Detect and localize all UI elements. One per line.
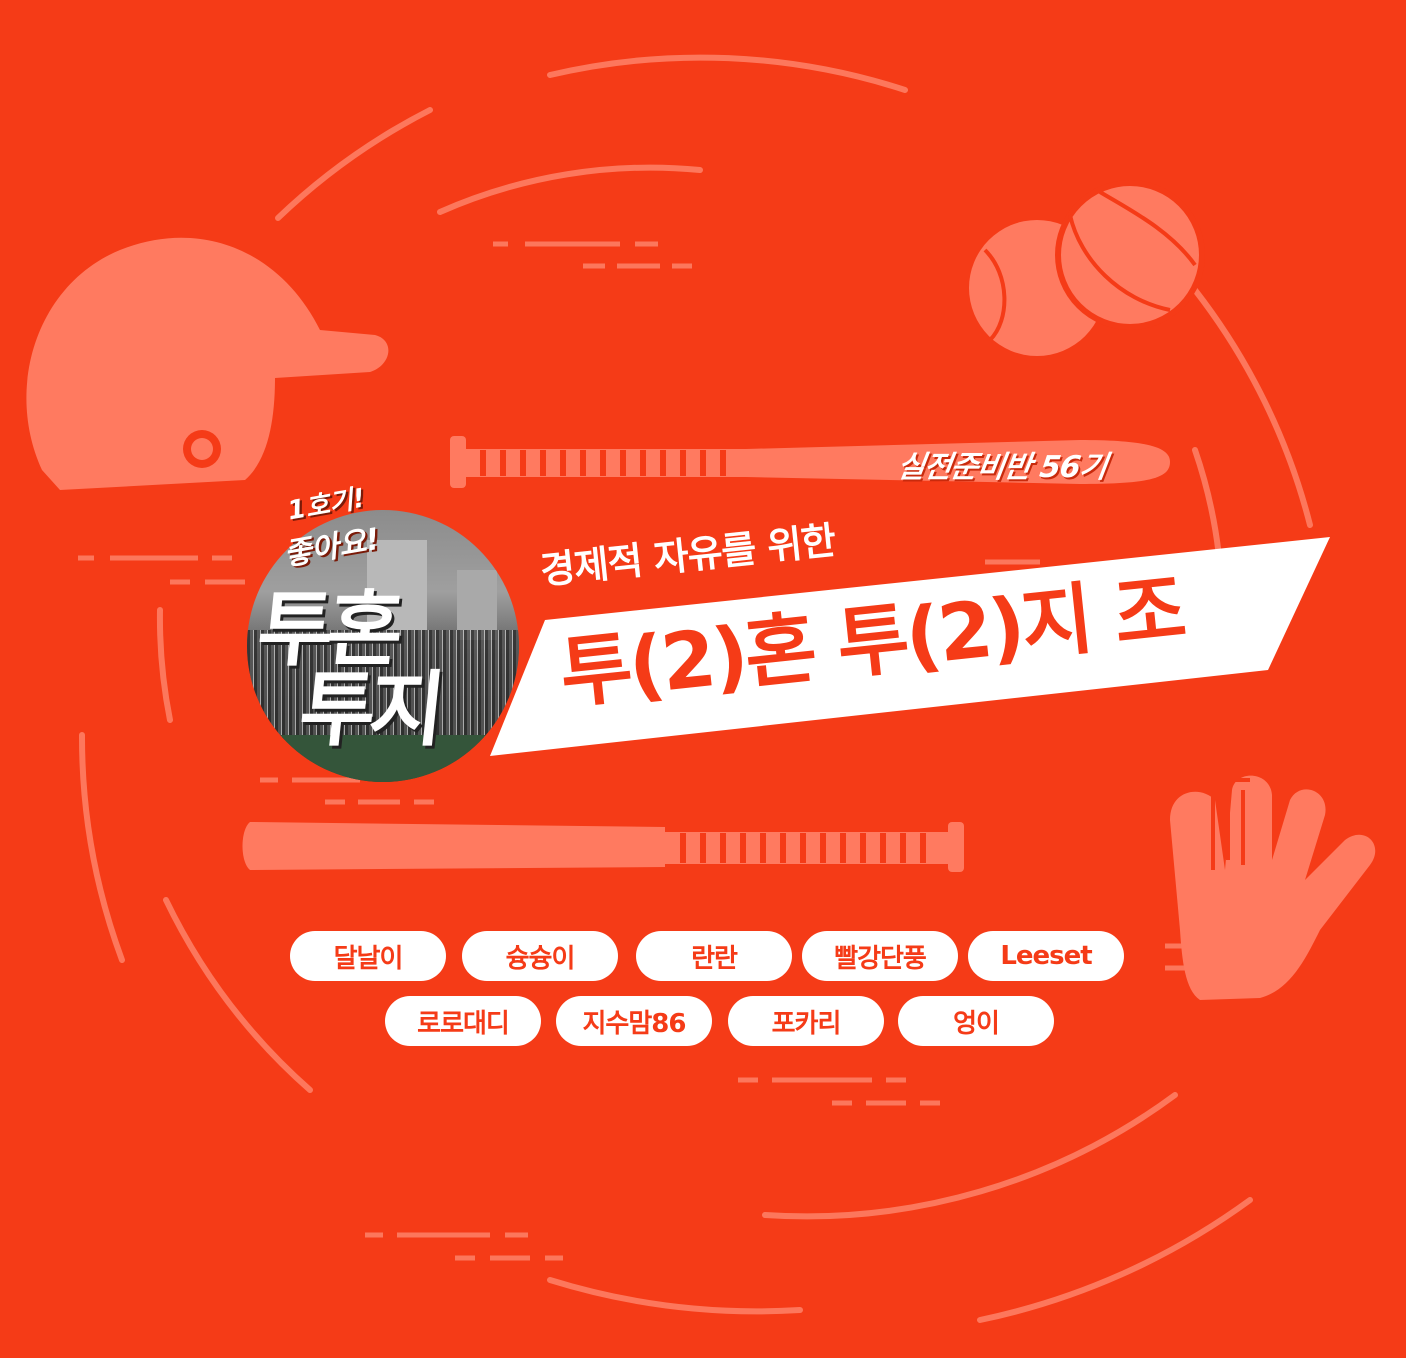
member-chip: 란란 — [636, 931, 792, 981]
title-banner — [490, 537, 1330, 756]
member-chip: 지수맘86 — [556, 996, 712, 1046]
baseball-bat-icon — [242, 822, 964, 872]
member-chip: 포카리 — [728, 996, 884, 1046]
orbit-arc — [275, 107, 433, 221]
team-name-num2: 2 — [933, 585, 995, 681]
orbit-arc — [78, 732, 125, 963]
photo-stands — [247, 630, 519, 740]
team-name-part2: 혼 투 — [740, 593, 911, 701]
baseballs-icon — [969, 180, 1205, 356]
member-chip: 슝슝이 — [462, 931, 618, 981]
logo-text-line1: 투혼 — [253, 583, 402, 678]
team-name-part3: 지 조 — [1017, 564, 1188, 672]
member-chip: 빨강단풍 — [802, 931, 958, 981]
member-chip: 로로대디 — [385, 996, 541, 1046]
orbit-arc — [156, 607, 173, 723]
orbit-arc — [977, 1197, 1253, 1323]
logo-text-line2: 투지 — [295, 663, 444, 758]
photo-field — [247, 735, 519, 782]
baseball-bat-icon — [450, 436, 1170, 488]
logo-photo — [247, 510, 519, 782]
orbit-arc — [547, 1277, 803, 1315]
team-name-part1: 투 — [556, 623, 634, 720]
cohort-badge: 실전준비반 56기 — [895, 450, 1109, 485]
orbit-arc — [437, 164, 703, 215]
photo-building — [457, 570, 497, 640]
orbit-arc — [1192, 287, 1313, 528]
baseball-glove-icon — [1170, 775, 1376, 1000]
orbit-arc — [163, 897, 313, 1093]
batting-helmet-icon — [26, 237, 389, 490]
photo-building — [367, 540, 427, 630]
member-chip: Leeset — [968, 931, 1124, 981]
orbit-arc — [762, 1092, 1178, 1220]
member-chip: 달날이 — [290, 931, 446, 981]
orbit-arc — [547, 54, 908, 93]
team-name-num1: 2 — [656, 614, 718, 710]
member-chip: 엉이 — [898, 996, 1054, 1046]
